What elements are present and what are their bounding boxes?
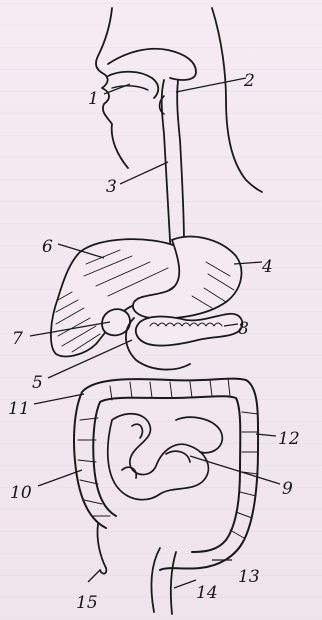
leader-15: [88, 570, 100, 582]
label-9: 9: [282, 479, 293, 499]
label-4: 4: [261, 257, 273, 277]
esophagus-right-wall: [177, 80, 190, 262]
label-1: 1: [88, 89, 99, 109]
colon-outer: [74, 379, 258, 570]
pancreas: [136, 314, 243, 346]
label-14: 14: [196, 583, 218, 603]
label-5: 5: [32, 373, 43, 393]
small-intestine-loops: [108, 414, 223, 500]
leader-3: [120, 162, 168, 184]
label-13: 13: [238, 567, 260, 587]
label-6: 6: [42, 237, 53, 257]
nasal-palate: [108, 49, 196, 80]
label-10: 10: [10, 483, 32, 503]
leader-1: [104, 84, 130, 94]
leader-14: [174, 580, 196, 588]
label-11: 11: [8, 399, 30, 419]
colon-haustra: [78, 378, 258, 538]
label-12: 12: [278, 429, 300, 449]
leader-11: [34, 394, 84, 404]
rectum: [152, 548, 176, 614]
colon-inner: [93, 396, 240, 552]
head-back-outline: [212, 8, 262, 192]
label-2: 2: [243, 71, 255, 91]
leader-10: [38, 470, 82, 486]
tongue-outline: [108, 72, 158, 98]
label-15: 15: [76, 593, 98, 613]
appendix: [97, 524, 106, 574]
label-8: 8: [238, 319, 249, 339]
label-7: 7: [12, 329, 23, 349]
label-3: 3: [106, 177, 117, 197]
